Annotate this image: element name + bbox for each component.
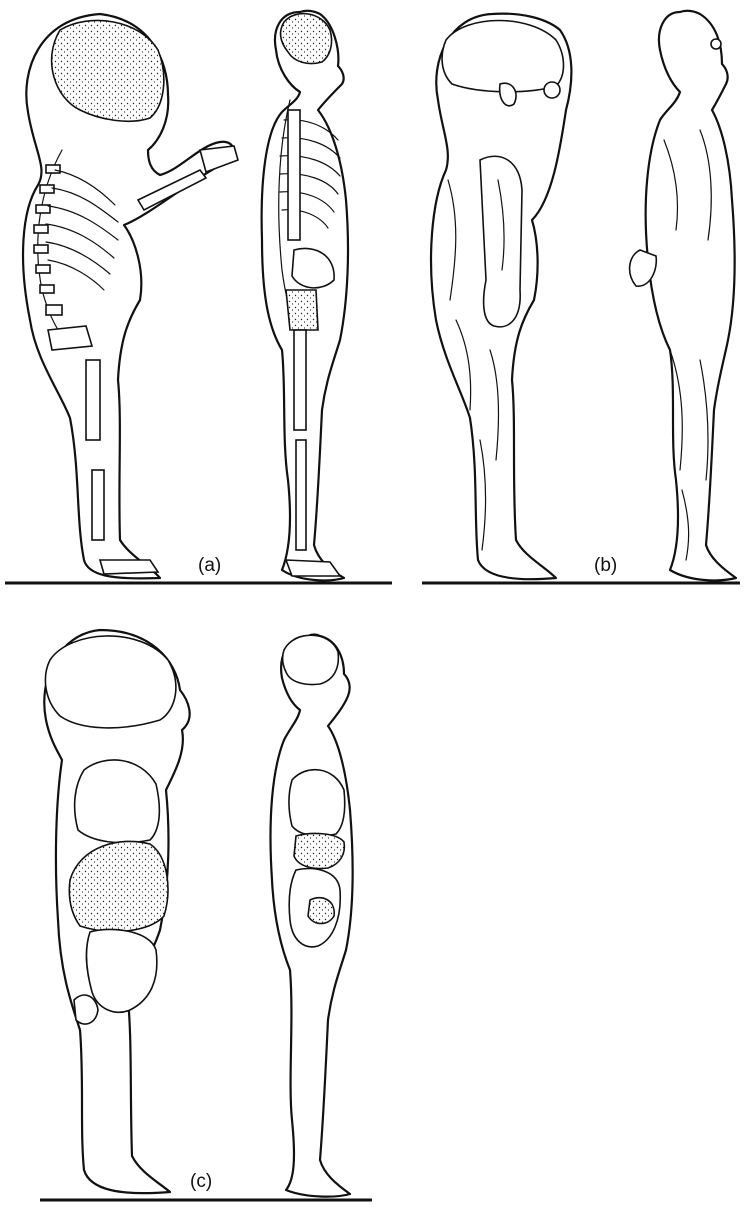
- newborn-arm-bone-a: [138, 170, 206, 210]
- newborn-intestines-c: [86, 929, 156, 1012]
- adult-hand-a: [286, 290, 318, 330]
- adult-lungs-c: [289, 770, 345, 836]
- adult-femur-a: [294, 330, 306, 430]
- newborn-foot-bones-a: [100, 560, 158, 574]
- newborn-ear-b: [500, 83, 516, 106]
- newborn-eye-b: [544, 82, 560, 98]
- adult-foot-bones-a: [286, 560, 340, 576]
- adult-tibia-a: [296, 440, 306, 550]
- newborn-skull-b: [442, 21, 563, 92]
- adult-eye-b: [711, 39, 721, 49]
- panel-b-muscles: [422, 11, 740, 583]
- newborn-leg-organ-c: [74, 995, 98, 1024]
- adult-skull-a: [281, 14, 332, 64]
- adult-outline-b: [646, 11, 736, 581]
- adult-brain-c: [283, 635, 339, 684]
- panel-a-skeleton: [5, 11, 392, 583]
- adult-pelvis-a: [292, 248, 334, 287]
- newborn-pelvis-a: [48, 326, 92, 350]
- panel-a-label: (a): [198, 555, 221, 577]
- adult-hand-b: [630, 250, 657, 286]
- adult-bladder-c: [308, 898, 334, 924]
- panel-c-organs: [40, 630, 372, 1200]
- panel-b-label: (b): [594, 555, 617, 577]
- newborn-brain-c: [45, 636, 175, 728]
- adult-humerus-a: [288, 110, 300, 240]
- adult-liver-c: [294, 834, 344, 869]
- newborn-liver-c: [69, 841, 168, 931]
- newborn-femur-a: [86, 360, 100, 440]
- newborn-arm-b: [480, 156, 522, 327]
- adult-muscle-lines-b: [664, 130, 711, 560]
- newborn-tibia-a: [92, 470, 104, 540]
- newborn-hand-a: [200, 146, 238, 172]
- panel-c-label: (c): [190, 1171, 212, 1193]
- newborn-lungs-c: [75, 760, 160, 843]
- newborn-ribs-a: [46, 170, 118, 290]
